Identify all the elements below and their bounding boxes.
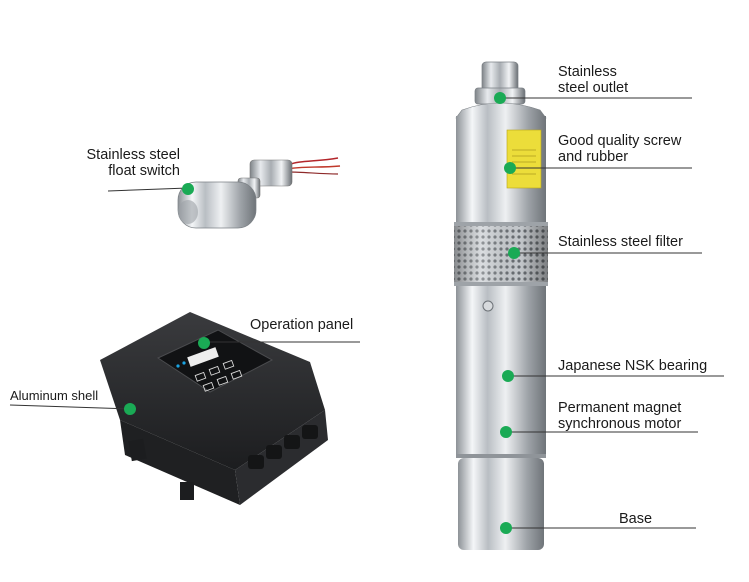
outlet-label-line2: steel outlet — [558, 80, 629, 96]
filter-dot — [508, 247, 520, 259]
aluminum-shell-dot — [124, 403, 136, 415]
controller-image — [100, 312, 328, 505]
outlet-label-line1: Stainless — [558, 64, 617, 80]
motor-label: Permanent magnet synchronous motor — [558, 400, 681, 432]
marker-dots — [124, 92, 520, 534]
motor-label-line2: synchronous motor — [558, 416, 682, 432]
screw-label: Good quality screw and rubber — [558, 133, 681, 165]
screw-label-line1: Good quality screw — [558, 133, 682, 149]
motor-dot — [500, 426, 512, 438]
screw-label-line2: and rubber — [558, 149, 629, 165]
operation-panel-dot — [198, 337, 210, 349]
bearing-label: Japanese NSK bearing — [558, 358, 708, 374]
base-label: Base — [619, 511, 653, 527]
motor-label-line1: Permanent magnet — [558, 400, 682, 416]
filter-label: Stainless steel filter — [558, 234, 683, 250]
bearing-dot — [502, 370, 514, 382]
float-switch-label-line2: float switch — [108, 163, 180, 179]
float-switch-label: Stainless steel float switch — [40, 147, 181, 179]
base-dot — [500, 522, 512, 534]
operation-panel-label: Operation panel — [250, 317, 354, 333]
outlet-dot — [494, 92, 506, 104]
outlet-label: Stainless steel outlet — [558, 64, 628, 96]
aluminum-shell-leader — [9, 404, 131, 410]
float-switch-dot — [182, 183, 194, 195]
float-switch-leader — [107, 187, 189, 192]
leader-lines — [9, 97, 724, 529]
pump-image — [454, 61, 548, 550]
aluminum-shell-label: Aluminum shell — [10, 388, 99, 403]
screw-dot — [504, 162, 516, 174]
float-switch-label-line1: Stainless steel — [86, 147, 181, 163]
float-switch-image — [177, 157, 341, 229]
